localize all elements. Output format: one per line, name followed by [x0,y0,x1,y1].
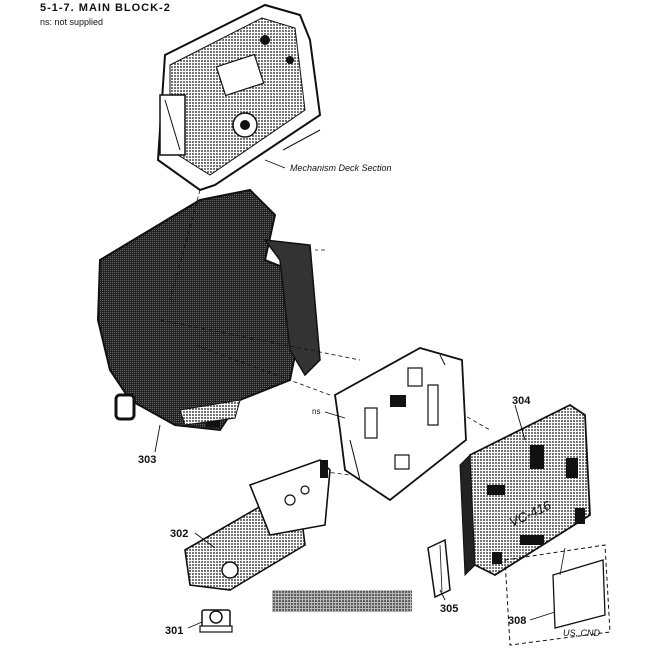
page-title: 5-1-7. MAIN BLOCK-2 [40,2,171,14]
alignment-lines [159,189,491,481]
part-label-308: 308 [508,615,526,627]
leader-lines [154,159,556,629]
ns-label: ns [312,407,320,416]
option-box-308 [504,544,611,646]
part-label-305: 305 [440,603,458,615]
sheet-305 [427,538,451,599]
region-note-label: US, CND [563,628,601,638]
part-label-304: 304 [512,395,531,407]
cabinet-303 [96,188,321,432]
part-label-302: 302 [170,528,188,540]
part-301-component [199,609,233,633]
mechanism-deck-label: Mechanism Deck Section [290,163,392,173]
shield-plate [334,347,467,502]
part-label-303: 303 [138,454,156,466]
mechanism-deck-section [156,3,322,192]
cushion-strip [272,590,412,612]
bracket-302 [184,459,331,591]
part-label-301: 301 [165,625,183,637]
not-supplied-note: ns: not supplied [40,17,104,27]
vc-board-304: VC-416 [459,403,591,577]
